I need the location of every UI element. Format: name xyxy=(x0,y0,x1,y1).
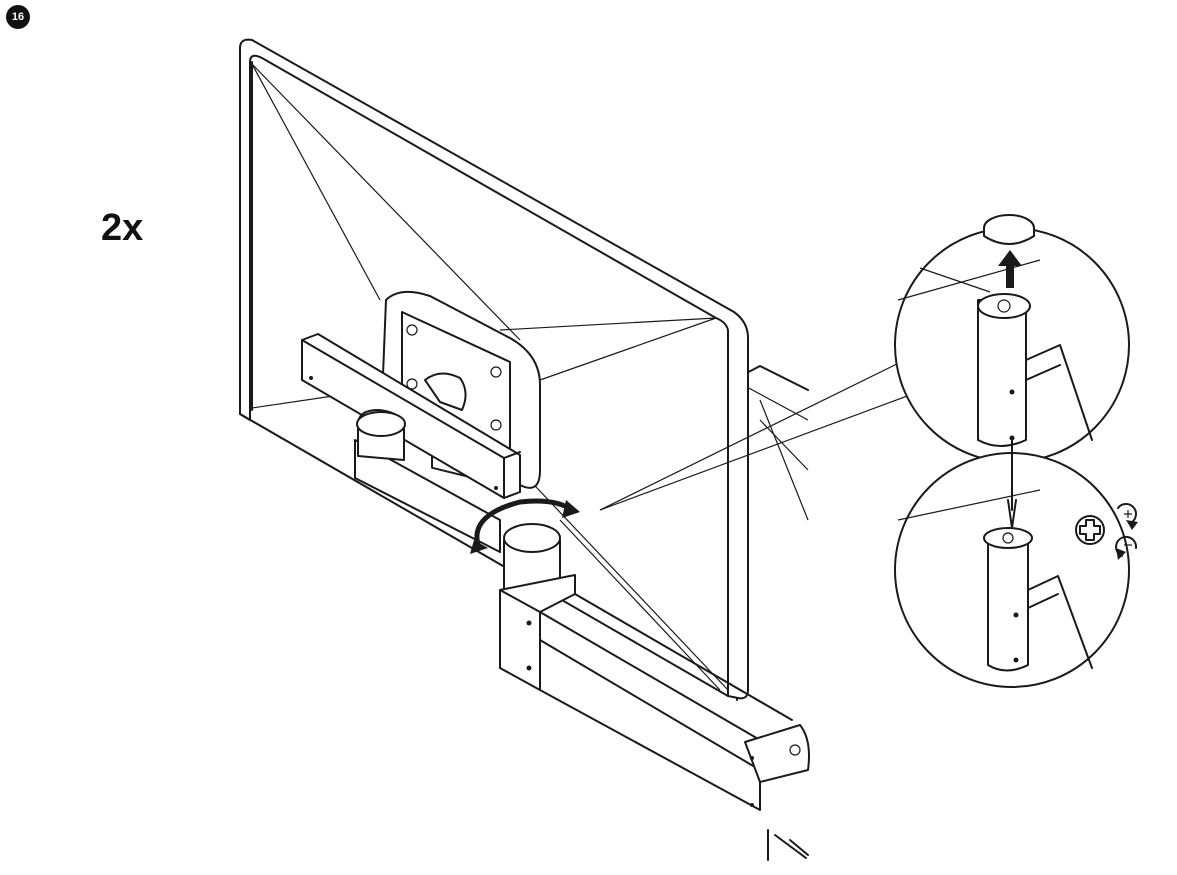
rotate-minus-icon xyxy=(1115,535,1138,560)
rotate-plus-icon xyxy=(1117,503,1138,530)
detail-circle-remove-cap xyxy=(894,227,1130,463)
phillips-head-icon xyxy=(1075,515,1105,545)
quantity-label: 2x xyxy=(101,207,144,249)
step-number-badge: 16 xyxy=(6,5,30,29)
lower-arm xyxy=(539,593,810,861)
callout-pointer xyxy=(599,359,911,511)
pivot-post xyxy=(499,523,576,691)
rotate-arrows-icon xyxy=(470,498,580,554)
tilt-joint xyxy=(354,409,501,553)
cap xyxy=(983,214,1035,245)
mounting-bar xyxy=(301,333,521,499)
detail-circle-adjust-screw xyxy=(894,452,1130,688)
lift-arrow-icon xyxy=(998,250,1022,288)
phillips-screwdriver-icon xyxy=(1007,439,1017,529)
